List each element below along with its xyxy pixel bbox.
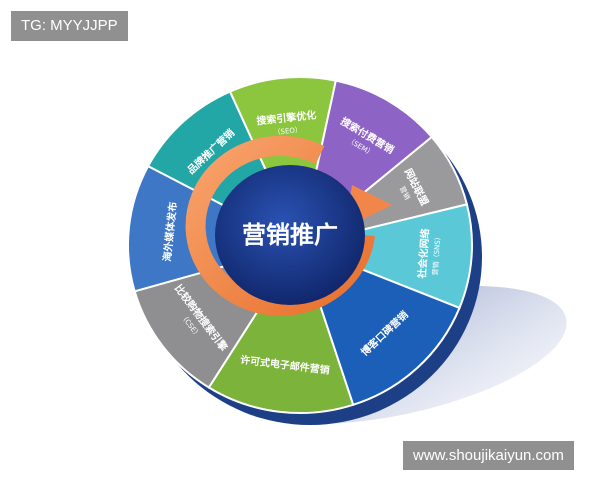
segment-sublabel-seo: （SEO） bbox=[273, 126, 302, 137]
segment-label-sns: 社会化网络 bbox=[415, 228, 432, 280]
segment-sublabel-sns: 营销（SNS） bbox=[430, 233, 442, 276]
watermark-top-left: TG: MYYJJPP bbox=[11, 11, 128, 41]
segment-sns bbox=[296, 203, 473, 310]
segment-seo bbox=[228, 76, 337, 249]
segment-media bbox=[127, 164, 303, 293]
center-label: 营销推广 bbox=[242, 221, 338, 249]
watermark-bottom-right: www.shoujikaiyun.com bbox=[403, 441, 574, 470]
segment-email bbox=[207, 242, 355, 414]
center-circle bbox=[215, 165, 365, 305]
